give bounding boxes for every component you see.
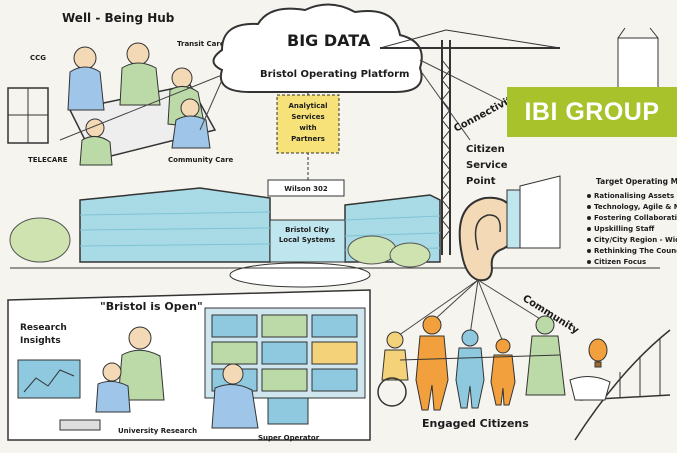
control-room-group: "Bristol is Open" Research Insights Univ…	[7, 289, 371, 442]
building-left-wing	[79, 187, 271, 263]
operator-head	[222, 363, 244, 385]
desk-laptop	[59, 419, 101, 431]
research-monitor	[17, 359, 81, 399]
researcher-head	[128, 326, 152, 350]
cloud-shape	[212, 3, 423, 93]
crane-group	[379, 29, 561, 255]
citizen-point-line-2: Service	[466, 160, 508, 171]
citizen-point-line-1: Citizen	[466, 144, 505, 155]
target-operating-model: Target Operating Model Rationalising Ass…	[587, 177, 677, 266]
citizen-head	[422, 315, 442, 335]
hub-label-transit: Transit Care	[177, 40, 225, 48]
building-sign-mid-1: Bristol City	[285, 226, 329, 234]
target-item: Upskilling Staff	[594, 225, 655, 233]
researcher-body	[117, 349, 165, 401]
citizen-body	[381, 349, 409, 381]
student-body	[95, 380, 131, 413]
bullet-icon	[587, 249, 591, 253]
council-building-group: Wilson 302 Bristol City Local Systems	[9, 179, 660, 288]
target-item: City/City Region - Wide	[594, 236, 677, 244]
right-buildings-group	[506, 27, 659, 249]
building-sign-top-text: Wilson 302	[284, 185, 328, 193]
operator-body	[211, 384, 259, 429]
operator-monitor	[267, 397, 309, 425]
citizen-body	[455, 347, 485, 409]
tree	[9, 217, 71, 263]
analytics-line-4: Partners	[291, 135, 325, 143]
hub-person-body	[79, 136, 113, 166]
hub-title: Well - Being Hub	[62, 11, 175, 25]
hub-person-head	[171, 67, 193, 89]
tree	[389, 242, 431, 268]
bridge-group	[569, 329, 671, 441]
analytics-line-2: Services	[291, 113, 324, 121]
citizens-group: Community Engaged Citizens	[377, 279, 581, 430]
analytics-server-group: Analytical Services with Partners	[276, 92, 340, 180]
citizen-head	[535, 315, 555, 335]
citizen-head	[461, 329, 479, 347]
connection-lines	[59, 59, 521, 141]
university-label: University Research	[118, 427, 197, 435]
citizen-point-line-3: Point	[466, 176, 496, 187]
hub-person-body	[119, 62, 161, 106]
shopping-centre	[569, 376, 611, 401]
student-head	[102, 362, 122, 382]
bullet-icon	[587, 227, 591, 231]
hot-air-balloon-icon	[588, 338, 608, 362]
cloud-title: BIG DATA	[287, 31, 371, 50]
bullet-icon	[587, 216, 591, 220]
research-line-1: Research	[20, 323, 67, 333]
target-item: Citizen Focus	[594, 258, 646, 266]
building-center	[269, 219, 346, 263]
hub-person-body	[67, 66, 105, 111]
operator-label: Super Operator	[258, 434, 320, 442]
analytics-line-1: Analytical	[288, 102, 327, 110]
target-item: Fostering Collaboration	[594, 214, 677, 222]
tree	[347, 235, 397, 265]
big-data-cloud-group: BIG DATA Bristol Operating Platform	[212, 3, 423, 93]
wellbeing-hub-group: Well - Being Hub CCG Transit Care TELECA…	[7, 11, 234, 166]
suspension-cable	[574, 329, 671, 441]
video-wall	[204, 307, 366, 399]
citizens-label: Engaged Citizens	[422, 417, 529, 430]
cathedral-tower	[617, 37, 659, 89]
hub-person-head	[73, 46, 97, 70]
hub-label-ccg: CCG	[30, 54, 46, 62]
bullet-icon	[587, 194, 591, 198]
citizen-body	[525, 335, 566, 396]
open-title: "Bristol is Open"	[100, 300, 203, 313]
hub-person-head	[180, 98, 200, 118]
hub-label-telecare: TELECARE	[28, 156, 68, 164]
bullet-icon	[587, 260, 591, 264]
hub-person-head	[126, 42, 150, 66]
target-title: Target Operating Model	[596, 177, 677, 186]
bullet-icon	[587, 205, 591, 209]
citizen-body	[415, 335, 449, 411]
target-item: Rationalising Assets	[594, 192, 674, 200]
building-sign-top	[267, 179, 345, 197]
bullet-icon	[587, 238, 591, 242]
hub-person-body	[171, 115, 211, 149]
ibi-group-logo: IBI GROUP	[507, 87, 677, 137]
citizen-head	[495, 338, 511, 354]
wheelchair-icon	[377, 377, 407, 407]
hub-label-community: Community Care	[168, 156, 234, 164]
cloud-subtitle: Bristol Operating Platform	[260, 69, 409, 80]
ear-to-citizen-lines	[394, 279, 546, 343]
plaza-pond	[229, 262, 371, 288]
analytics-box	[276, 94, 340, 154]
building-sign-mid-2: Local Systems	[279, 236, 335, 244]
target-items: Rationalising Assets Technology, Agile &…	[587, 192, 677, 266]
citizen-head	[386, 331, 404, 349]
target-item: Rethinking The Council	[594, 247, 677, 255]
target-item: Technology, Agile & Mobile	[594, 203, 677, 211]
citizen-body	[490, 354, 516, 406]
analytics-line-3: with	[299, 124, 316, 132]
research-line-2: Insights	[20, 336, 61, 346]
